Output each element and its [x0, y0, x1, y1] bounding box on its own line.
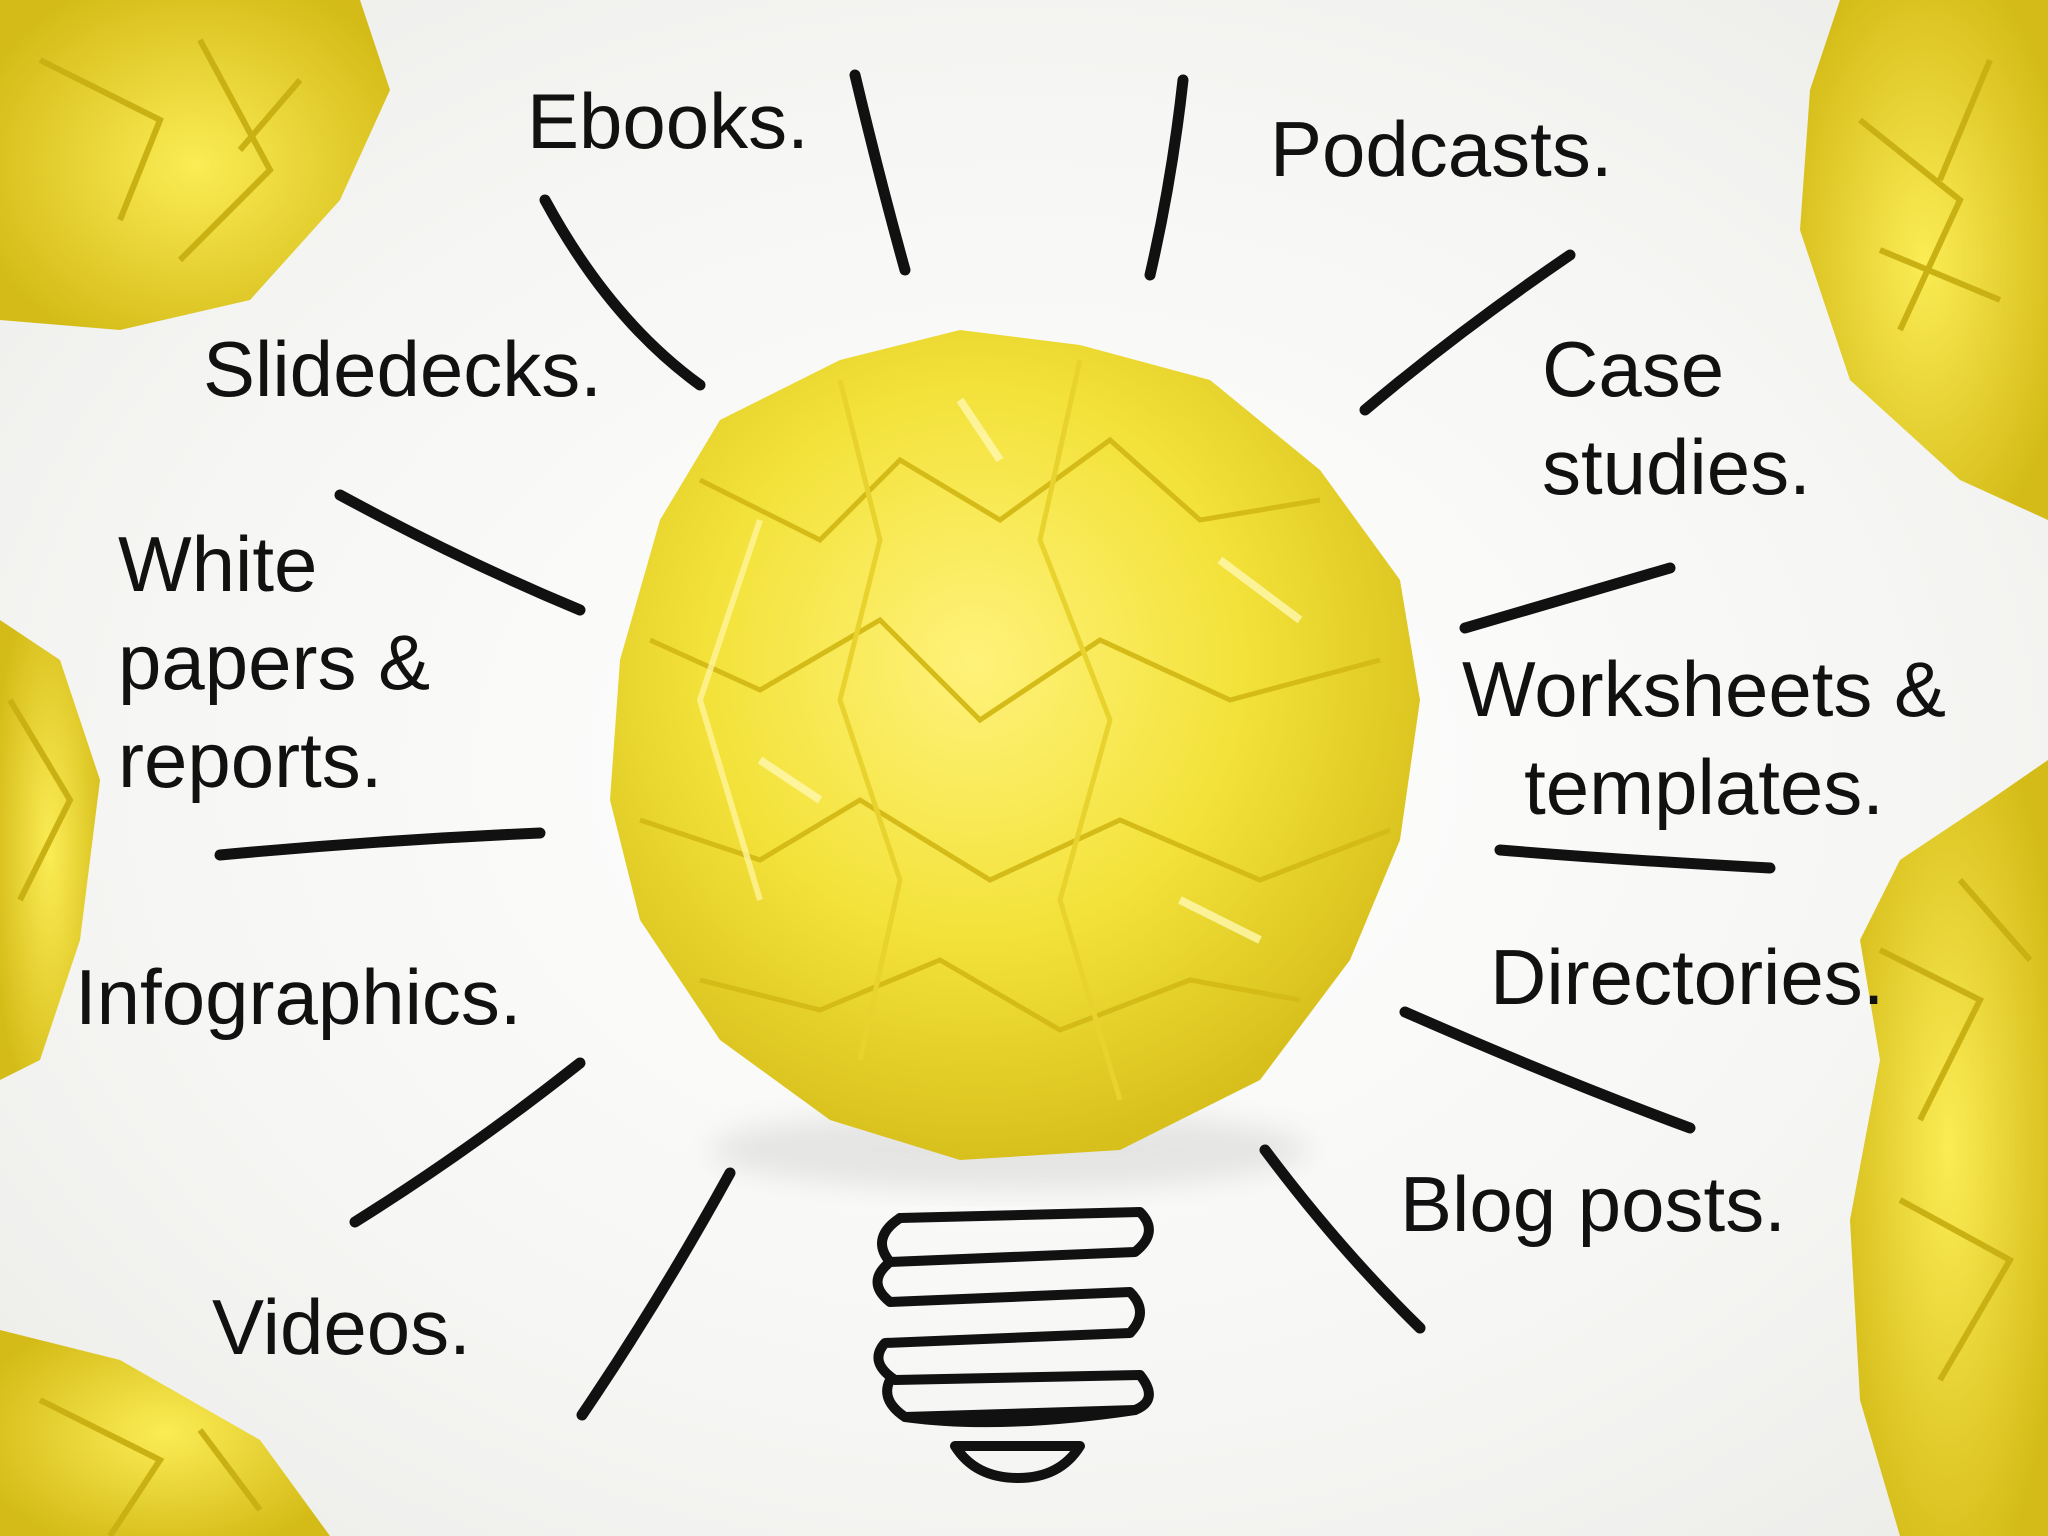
crumpled-paper-left: [0, 620, 100, 1080]
ray-worksheets: [1459, 562, 1676, 634]
label-blog-posts-text: Blog posts.: [1400, 1160, 1786, 1248]
label-slidedecks: Slidedecks.: [203, 320, 602, 418]
ray-blog-posts: [1259, 1144, 1426, 1334]
label-ebooks: Ebooks.: [527, 72, 809, 170]
ray-case-studies: [1359, 249, 1576, 416]
ray-videos: [576, 1167, 736, 1421]
bulb-base-drawing: [872, 1207, 1154, 1483]
label-worksheets-line1: Worksheets &: [1462, 645, 1947, 733]
label-infographics: Infographics.: [75, 948, 522, 1046]
label-white-papers: White papers & reports.: [118, 515, 430, 809]
ray-podcasts: [1144, 74, 1189, 281]
label-worksheets-line2: templates.: [1524, 743, 1884, 831]
ray-infographics: [349, 1057, 586, 1228]
ray-directories: [1399, 1006, 1696, 1134]
crumpled-paper-bottom-left: [0, 1330, 330, 1536]
label-case-studies: Case studies.: [1542, 320, 1811, 516]
label-blog-posts: Blog posts.: [1400, 1155, 1786, 1253]
crumpled-paper-top-left: [0, 0, 390, 330]
crumpled-paper-right: [1850, 760, 2048, 1536]
label-ebooks-text: Ebooks.: [527, 77, 809, 165]
label-white-line3: reports.: [118, 716, 383, 804]
label-slidedecks-text: Slidedecks.: [203, 325, 602, 413]
ray-white-papers: [334, 489, 586, 616]
crumpled-paper-top-right: [1800, 0, 2048, 520]
label-videos-text: Videos.: [212, 1283, 471, 1371]
ray-templates-line: [1494, 844, 1776, 874]
label-infographics-text: Infographics.: [75, 953, 522, 1041]
label-podcasts-text: Podcasts.: [1270, 105, 1613, 193]
ray-ebooks: [849, 69, 911, 276]
label-directories-text: Directories.: [1490, 933, 1885, 1021]
label-videos: Videos.: [212, 1278, 471, 1376]
ray-reports-line: [214, 827, 546, 861]
label-white-line1: White: [118, 520, 318, 608]
label-white-line2: papers &: [118, 618, 431, 706]
rays: [214, 69, 1776, 1421]
label-case-line2: studies.: [1542, 423, 1811, 511]
label-podcasts: Podcasts.: [1270, 100, 1613, 198]
label-case-line1: Case: [1542, 325, 1725, 413]
label-worksheets: Worksheets & templates.: [1462, 640, 1946, 836]
ray-slidedecks: [539, 194, 706, 391]
label-directories: Directories.: [1490, 928, 1884, 1026]
crumpled-paper-ball: [610, 330, 1420, 1190]
